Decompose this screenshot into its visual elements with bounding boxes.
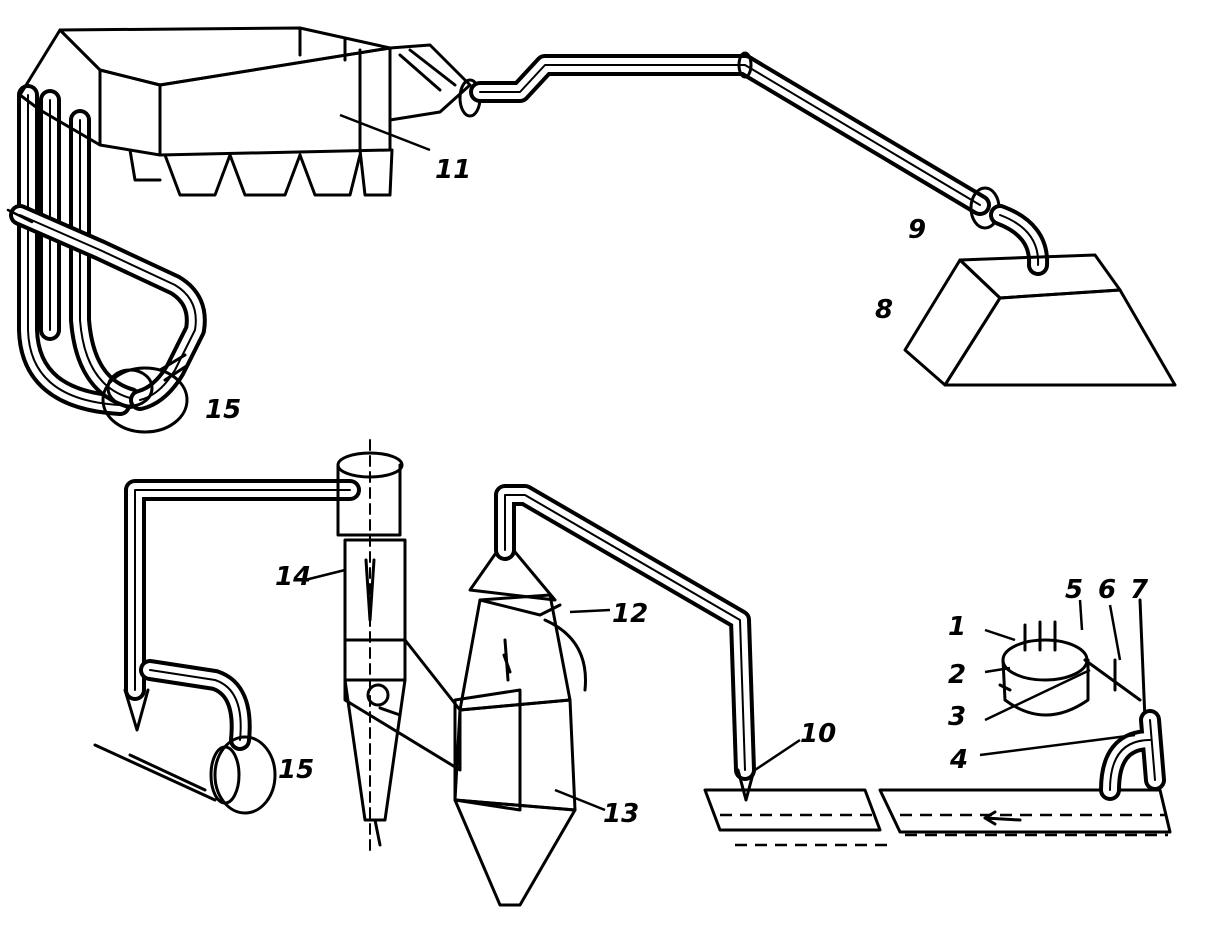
label-11: 11 — [435, 155, 471, 185]
label-13: 13 — [603, 799, 639, 829]
label-9: 9 — [908, 215, 926, 245]
flange-joint — [969, 186, 1050, 276]
label-15-top: 15 — [205, 395, 241, 425]
left-riser-pipes — [17, 84, 141, 416]
fan-top — [101, 353, 190, 434]
cyclone — [304, 439, 407, 851]
label-14: 14 — [275, 562, 311, 592]
recirculation-tank — [979, 598, 1166, 801]
wet-scrubber — [453, 538, 611, 907]
label-12: 12 — [612, 599, 648, 629]
suction-hood — [903, 253, 1177, 387]
fan-bottom — [93, 479, 361, 815]
label-8: 8 — [875, 295, 893, 325]
label-15-bottom: 15 — [278, 755, 314, 785]
callout-labels: 11 9 8 15 14 12 10 15 13 1 2 3 4 5 6 7 — [205, 155, 1149, 829]
label-2: 2 — [948, 660, 966, 690]
connecting-duct — [343, 638, 577, 812]
precipitator-inlet-duct — [388, 43, 991, 216]
label-4: 4 — [949, 745, 968, 775]
label-10: 10 — [800, 719, 836, 749]
scrubber-water-pipe — [494, 484, 801, 802]
label-6: 6 — [1098, 575, 1116, 605]
label-1: 1 — [948, 612, 966, 642]
electrostatic-precipitator — [18, 26, 431, 197]
label-3: 3 — [948, 702, 966, 732]
settling-trough — [703, 788, 1172, 847]
return-loop-pipe — [6, 204, 207, 411]
label-7: 7 — [1130, 575, 1149, 605]
label-5: 5 — [1065, 575, 1083, 605]
